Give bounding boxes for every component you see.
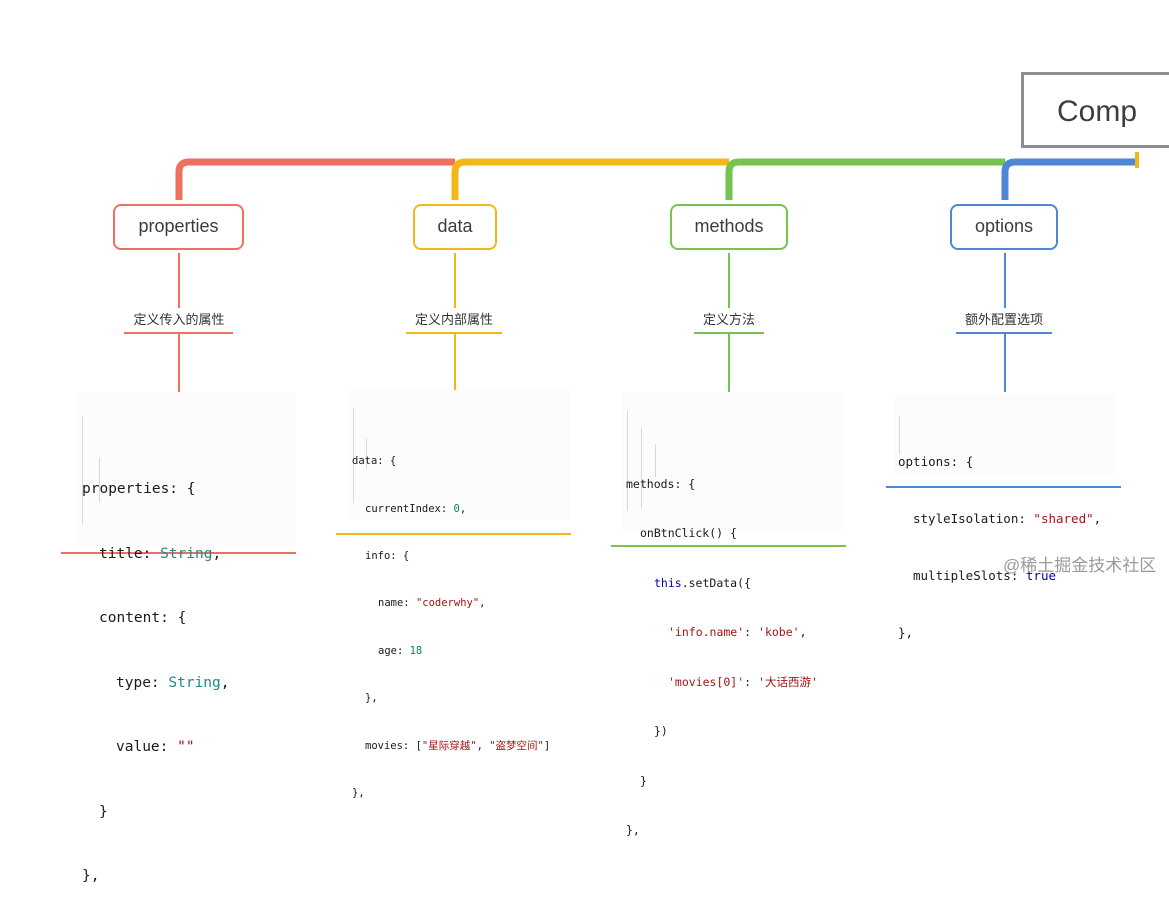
- code-line: },: [898, 625, 914, 640]
- code-line: },: [352, 786, 365, 799]
- root-node: Comp: [1021, 72, 1169, 148]
- bus-data: [451, 158, 729, 200]
- node-properties: properties: [113, 204, 244, 250]
- subtitle-methods: 定义方法: [702, 312, 755, 327]
- code-line: }): [654, 724, 668, 738]
- code-line: 'movies[0]': '大话西游': [668, 674, 818, 689]
- code-line: styleIsolation: "shared",: [913, 511, 1102, 526]
- node-methods-label: methods: [694, 216, 764, 236]
- code-line: 'info.name': 'kobe',: [668, 625, 807, 639]
- code-line: onBtnClick() {: [640, 526, 737, 540]
- code-block-methods: methods: { onBtnClick() { this.setData({…: [622, 392, 844, 837]
- code-line: title: String,: [99, 545, 222, 562]
- code-line: }: [640, 773, 647, 788]
- code-line: properties: {: [82, 481, 196, 497]
- bus-properties: [175, 158, 455, 200]
- code-line: methods: {: [626, 476, 696, 491]
- code-line: options: {: [898, 454, 974, 469]
- node-options-label: options: [974, 216, 1034, 236]
- code-line: name: "coderwhy",: [378, 597, 486, 610]
- watermark: @稀土掘金技术社区: [1003, 556, 1157, 575]
- code-block-data: data: { currentIndex: 0, info: { name: "…: [348, 390, 570, 799]
- node-methods: methods: [670, 204, 788, 250]
- code-line: content: {: [99, 610, 187, 626]
- code-block-properties: properties: { title: String, content: { …: [77, 392, 295, 884]
- code-line: },: [82, 868, 100, 884]
- code-line: info: {: [365, 549, 410, 562]
- connector-lines: [61, 152, 1139, 554]
- subtitle-properties: 定义传入的属性: [133, 312, 225, 327]
- code-line: },: [365, 692, 378, 705]
- code-line: movies: ["星际穿越", "盗梦空间"]: [365, 739, 551, 752]
- node-data: data: [413, 204, 497, 250]
- bus-options: [1001, 158, 1139, 200]
- node-properties-label: properties: [138, 216, 219, 236]
- code-block-options: options: { styleIsolation: "shared", mul…: [894, 394, 1116, 640]
- code-line: age: 18: [378, 644, 423, 657]
- node-data-label: data: [437, 216, 473, 236]
- subtitle-options: 额外配置选项: [964, 312, 1043, 327]
- code-line: },: [626, 823, 640, 837]
- code-line: data: {: [352, 455, 397, 468]
- code-line: currentIndex: 0,: [365, 502, 467, 515]
- code-line: type: String,: [116, 674, 230, 691]
- node-options: options: [950, 204, 1058, 250]
- subtitle-data: 定义内部属性: [414, 312, 493, 327]
- code-line: this.setData({: [654, 575, 751, 590]
- bus-methods: [725, 158, 1005, 200]
- code-line: }: [99, 803, 108, 820]
- root-label: Comp: [1057, 95, 1138, 128]
- code-line: value: "": [116, 739, 195, 755]
